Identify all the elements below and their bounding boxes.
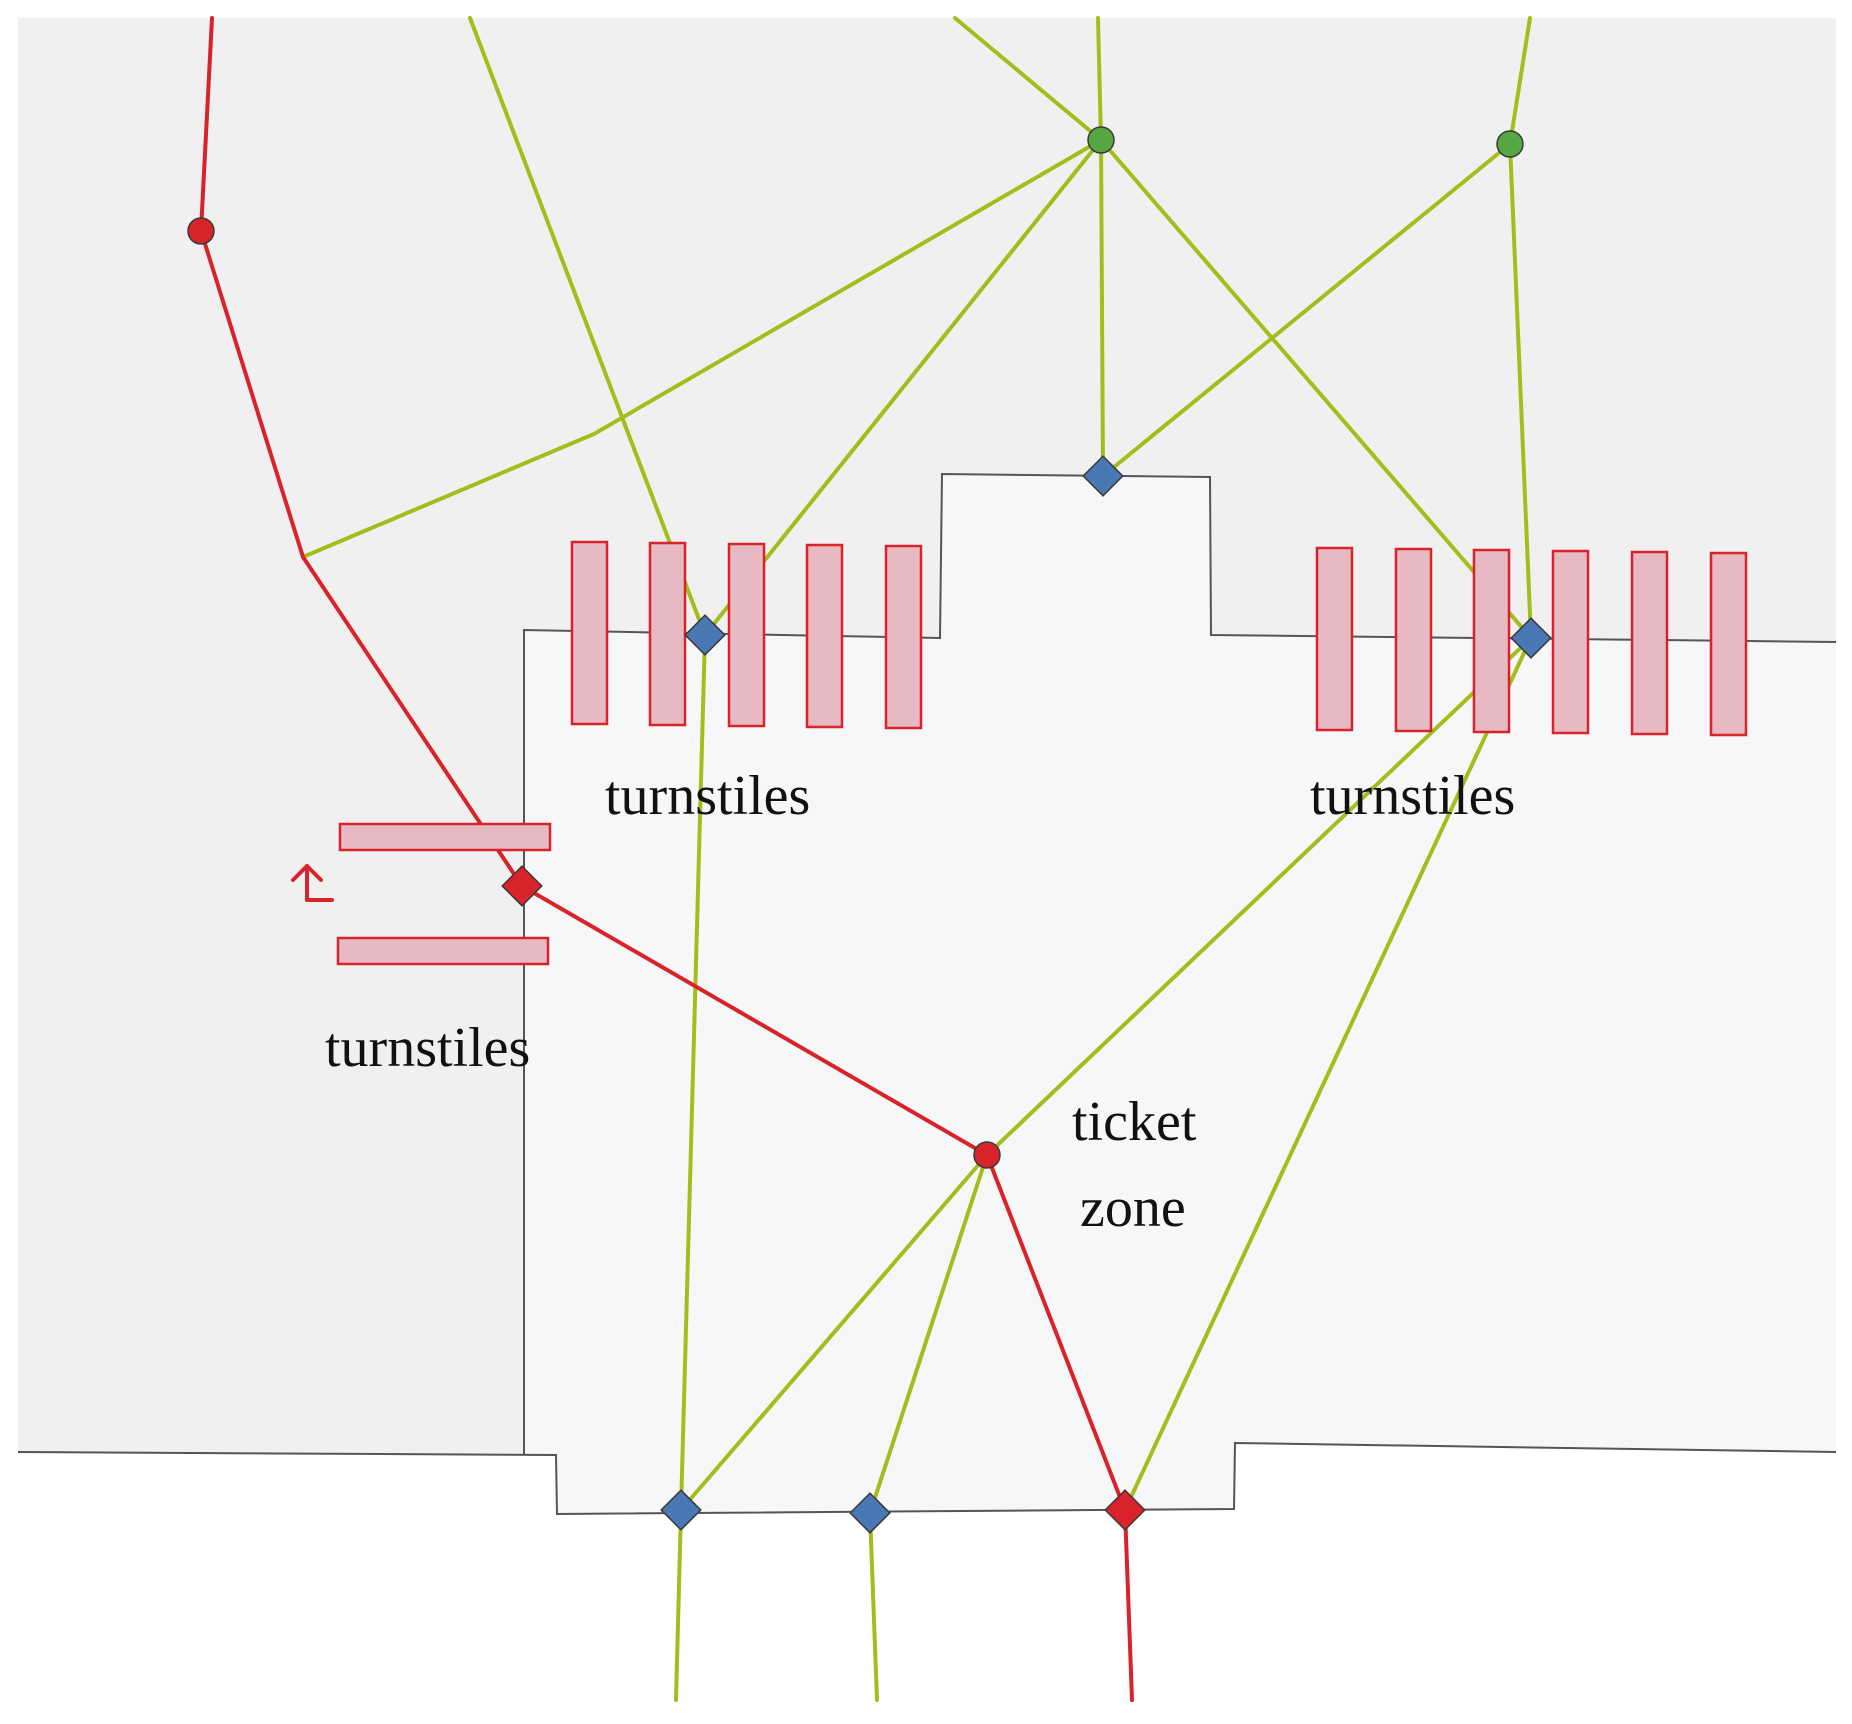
route-nodes	[187, 126, 1552, 1534]
green-edge	[1508, 16, 1532, 146]
red-diamond-node	[1104, 1489, 1146, 1531]
turnstiles-label-top-right: turnstiles	[1310, 765, 1515, 827]
green-edge	[1099, 138, 1533, 640]
wall-lower-boundary	[17, 1441, 1837, 1516]
green-node	[1496, 130, 1524, 158]
turnstile	[1630, 550, 1669, 736]
turnstile	[1315, 546, 1354, 732]
blue-node	[1082, 455, 1124, 497]
turnstile-group-left	[336, 822, 552, 966]
turnstile	[1709, 551, 1748, 737]
station-walls	[17, 472, 1837, 1516]
green-edge	[868, 1153, 989, 1515]
turnstile	[727, 542, 766, 728]
green-edge	[868, 1511, 879, 1702]
turnstiles-label-left: turnstiles	[325, 1017, 530, 1079]
green-edge	[468, 16, 707, 637]
green-edge	[953, 16, 1103, 142]
ticket-zone-label-line1: ticket	[1072, 1091, 1197, 1153]
ticket-zone-label-line2: zone	[1080, 1177, 1186, 1239]
green-edge	[679, 1153, 989, 1512]
turnstile	[805, 543, 844, 729]
turnstile	[648, 541, 687, 727]
blue-node	[660, 1489, 702, 1531]
blue-node	[849, 1492, 891, 1534]
turnstile-group-top-left	[570, 540, 923, 730]
green-edge	[985, 636, 1533, 1157]
turnstile	[1472, 548, 1511, 734]
green-edge	[1096, 16, 1103, 142]
turnstile	[336, 936, 550, 966]
red-node	[187, 217, 215, 245]
turnstile	[1551, 549, 1590, 735]
blue-node	[1510, 617, 1552, 659]
paid-ticket-zone-area	[524, 474, 1836, 1514]
green-edge	[1101, 142, 1512, 478]
turnstile	[338, 822, 552, 852]
turnstile	[1394, 547, 1433, 733]
red-diamond-node	[501, 865, 543, 907]
blue-node	[684, 614, 726, 656]
green-route-network	[301, 16, 1533, 1702]
green-edge	[679, 633, 707, 1512]
green-edge	[674, 1508, 683, 1702]
wall-upper-boundary	[523, 472, 1837, 1455]
green-edge	[1123, 636, 1533, 1512]
turnstile	[884, 544, 923, 730]
turn-back-arrow-icon	[291, 864, 334, 902]
green-edge	[301, 138, 1103, 559]
turnstile-group-top-right	[1315, 546, 1748, 737]
green-edge	[703, 138, 1103, 637]
green-node	[1087, 126, 1115, 154]
turnstiles-label-top-left: turnstiles	[605, 765, 810, 827]
turnstile	[570, 540, 609, 726]
green-edge	[1099, 138, 1105, 478]
red-node	[973, 1141, 1001, 1169]
green-edge	[1508, 142, 1533, 640]
